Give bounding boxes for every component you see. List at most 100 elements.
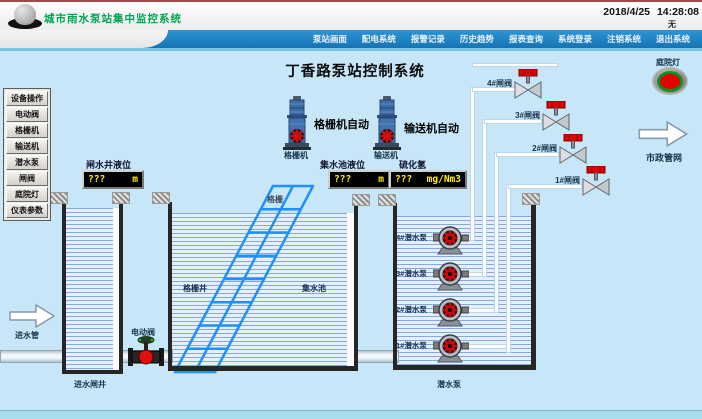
valve1-branch-pipe <box>508 184 582 189</box>
pump2-riser-pipe <box>494 152 499 313</box>
gate-well-level-unit: m <box>132 174 138 185</box>
menu-item-history-trend[interactable]: 历史趋势 <box>459 34 494 44</box>
submersible-pump-1[interactable] <box>433 333 469 363</box>
sump-level-display: ??? m <box>328 170 390 189</box>
gate-valve-4[interactable] <box>513 69 543 99</box>
pump4-riser-pipe <box>470 87 475 241</box>
bar-screen-label: 格栅 <box>267 195 283 204</box>
inlet-pipe-segment <box>0 350 66 363</box>
pump-4-label: 4#潜水泵 <box>396 233 427 242</box>
sidebar-button-electric-valve[interactable]: 电动阀 <box>6 107 48 122</box>
gate-valve-2[interactable] <box>558 134 588 164</box>
page-title: 丁香路泵站控制系统 <box>285 64 425 80</box>
electric-valve-label: 电动阀 <box>131 328 155 337</box>
sump-wall-right <box>354 202 358 371</box>
menu-item-logout[interactable]: 注销系统 <box>606 34 641 44</box>
h2s-display: ??? mg/Nm3 <box>389 170 467 189</box>
pump3-riser-pipe <box>482 119 487 277</box>
gate-well-level-value: ??? <box>88 174 106 185</box>
sidebar-button-screen-machine[interactable]: 格栅机 <box>6 123 48 138</box>
valve2-branch-pipe <box>496 152 559 157</box>
menu-item-exit[interactable]: 退出系统 <box>655 34 690 44</box>
alarm-status: 无 <box>668 20 676 29</box>
bar-screen <box>173 184 315 374</box>
municipal-network-arrow-icon <box>638 121 688 147</box>
menu-item-alarm-record[interactable]: 报警记录 <box>410 34 445 44</box>
municipal-network-label: 市政管网 <box>645 153 682 163</box>
gate-valve-3[interactable] <box>541 101 571 131</box>
ground-hatch <box>50 192 68 204</box>
pump-1-label: 1#潜水泵 <box>396 341 427 350</box>
sidebar-button-submersible-pump[interactable]: 潜水泵 <box>6 155 48 170</box>
menu-item-power-system[interactable]: 配电系统 <box>361 34 396 44</box>
ground-hatch <box>152 192 170 204</box>
sump-level-unit: m <box>378 174 384 185</box>
ground-hatch <box>112 192 130 204</box>
gate-valve-3-label: 3#闸阀 <box>515 111 540 120</box>
pump1-riser-pipe <box>506 184 511 353</box>
discharge-header-pipe <box>472 63 558 67</box>
courtyard-light-indicator[interactable] <box>652 67 688 95</box>
inlet-well-floor <box>62 370 123 374</box>
inlet-pipe-arrow-icon <box>9 304 55 328</box>
device-operation-panel: 设备操作 电动阀 格栅机 输送机 潜水泵 闸阀 庭院灯 仪表参数 <box>3 88 51 221</box>
time-display: 14:28:08 <box>656 6 699 18</box>
sidebar-button-instrument-params[interactable]: 仪表参数 <box>6 203 48 218</box>
h2s-unit: mg/Nm3 <box>426 174 461 185</box>
submersible-pump-3[interactable] <box>433 261 469 291</box>
gate-valve-1-label: 1#闸阀 <box>555 176 580 185</box>
submersible-pumps-label: 潜水泵 <box>437 380 461 389</box>
sidebar-button-conveyor[interactable]: 输送机 <box>6 139 48 154</box>
electric-valve[interactable] <box>126 336 166 368</box>
sump-wall-left <box>168 202 172 371</box>
pump-sump-wall-right <box>531 203 536 370</box>
screen-well-label: 格栅井 <box>183 284 207 293</box>
sump-water <box>172 213 352 371</box>
bottom-strip <box>0 410 702 419</box>
inlet-pipe-label: 进水管 <box>15 331 39 340</box>
header-bar: 城市雨水泵站集中监控系统 2018/4/25 14:28:08 <box>0 2 702 30</box>
header-underline <box>0 48 702 51</box>
courtyard-light-label: 庭院灯 <box>656 58 680 67</box>
gate-well-level-label: 闸水井液位 <box>86 160 132 170</box>
panel-title-device-operation: 设备操作 <box>6 91 48 106</box>
pump-3-label: 3#潜水泵 <box>396 269 427 278</box>
pump-2-label: 2#潜水泵 <box>396 305 427 314</box>
gate-valve-1[interactable] <box>581 166 611 196</box>
header-curve <box>0 30 168 48</box>
screen-machine-name: 格栅机 <box>284 151 308 160</box>
submersible-pump-2[interactable] <box>433 297 469 327</box>
inlet-well-wall-right <box>119 196 123 374</box>
sidebar-button-courtyard-light[interactable]: 庭院灯 <box>6 187 48 202</box>
menu-bar: 泵站画面 配电系统 报警记录 历史趋势 报表查询 系统登录 注销系统 退出系统 <box>0 30 702 48</box>
menu-item-system-login[interactable]: 系统登录 <box>557 34 592 44</box>
lamp-core-icon <box>657 70 683 92</box>
conveyor-status: 输送机自动 <box>404 123 459 135</box>
sump-level-value: ??? <box>334 174 352 185</box>
sidebar-button-gate-valve[interactable]: 闸阀 <box>6 171 48 186</box>
inlet-well-label: 进水闸井 <box>74 380 106 389</box>
inlet-well-highlight <box>113 208 120 370</box>
valve3-branch-pipe <box>484 119 542 124</box>
menu-item-report-query[interactable]: 报表查询 <box>508 34 543 44</box>
screen-machine-status: 格栅机自动 <box>314 119 369 131</box>
gate-well-level-display: ??? m <box>82 170 144 189</box>
date-display: 2018/4/25 <box>603 6 650 18</box>
menu-item-pump-screen[interactable]: 泵站画面 <box>312 34 347 44</box>
gate-valve-2-label: 2#闸阀 <box>532 144 557 153</box>
conveyor-pump[interactable] <box>372 96 402 152</box>
conveyor-name: 输送机 <box>374 151 398 160</box>
sump-highlight <box>347 213 354 371</box>
ground-hatch <box>522 193 540 205</box>
screen-machine-pump[interactable] <box>282 96 312 152</box>
sump-floor <box>168 366 358 371</box>
app-title: 城市雨水泵站集中监控系统 <box>44 13 182 25</box>
inlet-well-water <box>66 208 113 370</box>
pump-sump-floor <box>393 365 536 370</box>
ground-hatch <box>352 194 370 206</box>
submersible-pump-4[interactable] <box>433 225 469 255</box>
inlet-well-wall-left <box>62 196 66 374</box>
gate-valve-4-label: 4#闸阀 <box>487 79 512 88</box>
app-logo-icon <box>8 4 42 29</box>
